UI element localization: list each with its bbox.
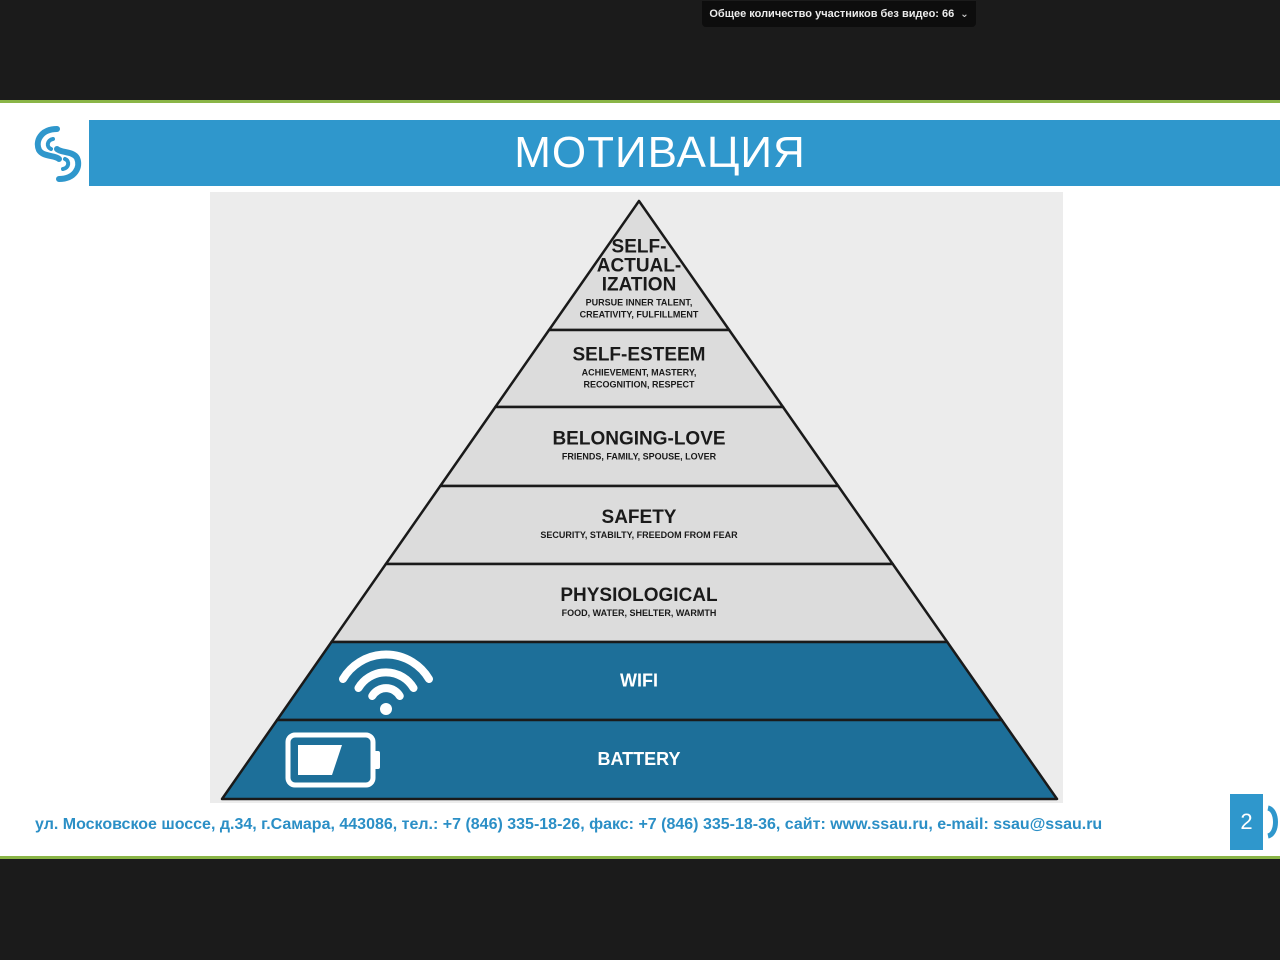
university-logo-icon xyxy=(27,117,89,191)
participants-notification[interactable]: Общее количество участников без видео: 6… xyxy=(702,1,976,27)
participants-notification-text: Общее количество участников без видео: 6… xyxy=(709,8,955,20)
battery-icon xyxy=(285,732,380,788)
maslow-pyramid: SELF-ACTUAL-IZATION PURSUE INNER TALENT, C… xyxy=(220,199,1059,801)
page-number: 2 xyxy=(1230,794,1263,850)
pyramid-level-0-subtitle: PURSUE INNER TALENT, xyxy=(586,298,693,308)
pyramid-level-4-title: PHYSIOLOGICAL xyxy=(560,585,718,606)
pyramid-level-0-title: SELF- xyxy=(612,237,667,258)
maslow-pyramid-panel: SELF-ACTUAL-IZATION PURSUE INNER TALENT, C… xyxy=(210,192,1063,803)
pyramid-level-2-title: BELONGING-LOVE xyxy=(552,429,725,450)
pyramid-level-6 xyxy=(220,718,1059,801)
pyramid-level-2-subtitle: FRIENDS, FAMILY, SPOUSE, LOVER xyxy=(562,452,717,462)
footer-contact-info: ул. Московское шоссе, д.34, г.Самара, 44… xyxy=(35,816,1103,833)
pyramid-level-0-title: IZATION xyxy=(602,275,677,296)
pyramid-level-6-title: BATTERY xyxy=(598,749,681,769)
pyramid-level-0-title: ACTUAL- xyxy=(597,256,681,277)
pyramid-level-5-title: WIFI xyxy=(620,671,658,691)
shared-slide: МОТИВАЦИЯ SELF-ACTUAL-IZATION PURSUE INNE… xyxy=(0,100,1280,859)
pyramid-level-1-subtitle: RECOGNITION, RESPECT xyxy=(583,380,695,390)
meeting-top-bar: Общее количество участников без видео: 6… xyxy=(0,0,1280,100)
wifi-icon xyxy=(339,650,433,700)
pyramid-level-3-subtitle: SECURITY, STABILTY, FREEDOM FROM FEAR xyxy=(540,530,738,540)
chevron-down-icon[interactable]: ⌄ xyxy=(960,8,969,20)
pyramid-level-3-title: SAFETY xyxy=(602,507,677,528)
meeting-bottom-bar xyxy=(0,859,1280,960)
corner-logo-icon xyxy=(1264,794,1280,850)
pyramid-level-1-title: SELF-ESTEEM xyxy=(572,345,705,366)
slide-title: МОТИВАЦИЯ xyxy=(514,128,806,177)
slide-header-band: МОТИВАЦИЯ xyxy=(40,120,1280,186)
pyramid-level-0-subtitle: CREATIVITY, FULFILLMENT xyxy=(580,310,699,320)
pyramid-level-4-subtitle: FOOD, WATER, SHELTER, WARMTH xyxy=(562,608,717,618)
wifi-dot xyxy=(380,703,392,715)
pyramid-level-1-subtitle: ACHIEVEMENT, MASTERY, xyxy=(582,368,697,378)
